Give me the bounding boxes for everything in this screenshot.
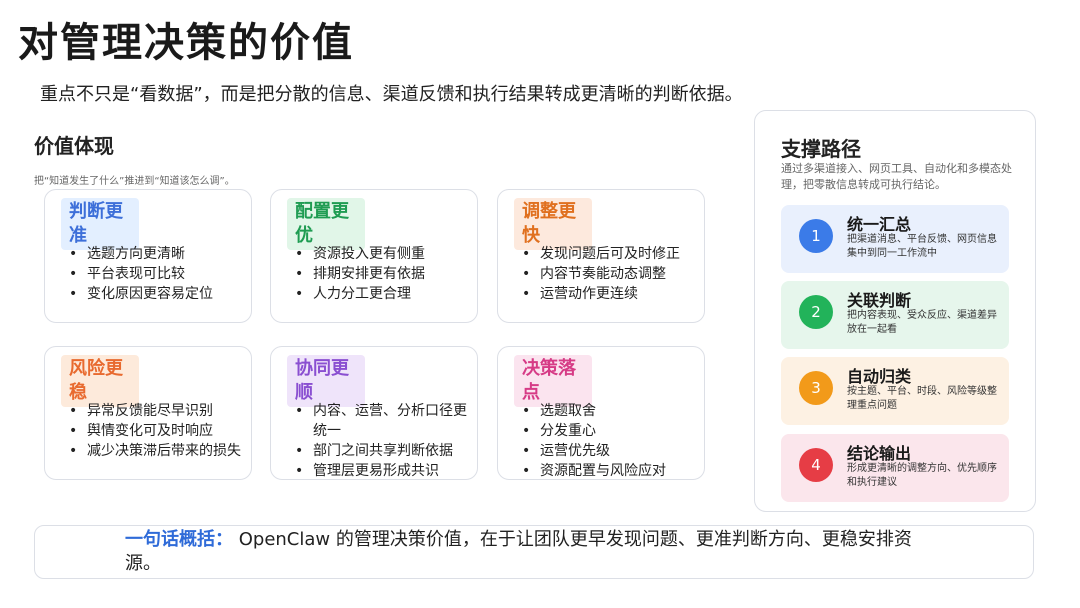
value-section-title: 价值体现 xyxy=(34,134,114,158)
value-card-item: 减少决策滞后带来的损失 xyxy=(63,441,241,461)
step-number-badge: 2 xyxy=(799,295,833,329)
support-panel-title: 支撑路径 xyxy=(781,137,861,161)
support-step: 2 关联判断把内容表现、受众反应、渠道差异放在一起看 xyxy=(781,281,1009,349)
value-card-tag: 风险更稳 xyxy=(61,355,139,407)
step-title: 关联判断 xyxy=(847,291,912,310)
step-desc: 把渠道消息、平台反馈、网页信息集中到同一工作流中 xyxy=(847,234,997,259)
step-desc: 形成更清晰的调整方向、优先顺序和执行建议 xyxy=(847,463,997,488)
support-panel-desc: 通过多渠道接入、网页工具、自动化和多模态处理，把零散信息转成可执行结论。 xyxy=(781,162,1012,191)
value-card-list: 选题取舍分发重心运营优先级资源配置与风险应对 xyxy=(516,401,694,481)
value-card-list: 选题方向更清晰平台表现可比较变化原因更容易定位 xyxy=(63,244,241,304)
value-card-list: 发现问题后可及时修正内容节奏能动态调整运营动作更连续 xyxy=(516,244,694,304)
value-card-item: 管理层更易形成共识 xyxy=(289,461,467,481)
value-card-list: 异常反馈能尽早识别舆情变化可及时响应减少决策滞后带来的损失 xyxy=(63,401,241,461)
value-card-tag: 调整更快 xyxy=(514,198,592,250)
support-panel: 支撑路径 通过多渠道接入、网页工具、自动化和多模态处理，把零散信息转成可执行结论… xyxy=(754,110,1036,512)
step-number-badge: 4 xyxy=(799,448,833,482)
value-card-item: 人力分工更合理 xyxy=(289,284,467,304)
step-desc: 按主题、平台、时段、风险等级整理重点问题 xyxy=(847,386,997,411)
summary-label: 一句话概括： xyxy=(125,529,233,550)
value-card-item: 选题方向更清晰 xyxy=(63,244,241,264)
value-card-item: 舆情变化可及时响应 xyxy=(63,421,241,441)
value-card-item: 部门之间共享判断依据 xyxy=(289,441,467,461)
value-card-item: 发现问题后可及时修正 xyxy=(516,244,694,264)
value-card-item: 选题取舍 xyxy=(516,401,694,421)
value-card-item: 排期安排更有依据 xyxy=(289,264,467,284)
value-card: 配置更优资源投入更有侧重排期安排更有依据人力分工更合理 xyxy=(270,189,478,323)
value-card: 风险更稳异常反馈能尽早识别舆情变化可及时响应减少决策滞后带来的损失 xyxy=(44,346,252,480)
support-step: 3 自动归类按主题、平台、时段、风险等级整理重点问题 xyxy=(781,357,1009,425)
value-section-note: 把“知道发生了什么”推进到“知道该怎么调”。 xyxy=(34,176,235,187)
value-card-item: 变化原因更容易定位 xyxy=(63,284,241,304)
page-title: 对管理决策的价值 xyxy=(18,20,354,66)
value-card-tag: 判断更准 xyxy=(61,198,139,250)
value-card-item: 运营优先级 xyxy=(516,441,694,461)
value-card-list: 内容、运营、分析口径更统一部门之间共享判断依据管理层更易形成共识 xyxy=(289,401,467,481)
step-title: 结论输出 xyxy=(847,444,912,463)
value-card-tag: 配置更优 xyxy=(287,198,365,250)
summary-box: 一句话概括： OpenClaw 的管理决策价值，在于让团队更早发现问题、更准判断… xyxy=(34,525,1034,579)
value-card-item: 内容节奏能动态调整 xyxy=(516,264,694,284)
summary-text: 一句话概括： OpenClaw 的管理决策价值，在于让团队更早发现问题、更准判断… xyxy=(125,528,945,576)
value-card-item: 运营动作更连续 xyxy=(516,284,694,304)
value-card: 判断更准选题方向更清晰平台表现可比较变化原因更容易定位 xyxy=(44,189,252,323)
value-card-tag: 决策落点 xyxy=(514,355,592,407)
value-card-list: 资源投入更有侧重排期安排更有依据人力分工更合理 xyxy=(289,244,467,304)
value-card-tag: 协同更顺 xyxy=(287,355,365,407)
value-card-item: 平台表现可比较 xyxy=(63,264,241,284)
value-card: 决策落点选题取舍分发重心运营优先级资源配置与风险应对 xyxy=(497,346,705,481)
support-step: 1 统一汇总把渠道消息、平台反馈、网页信息集中到同一工作流中 xyxy=(781,205,1009,273)
value-card-item: 内容、运营、分析口径更统一 xyxy=(289,401,467,441)
step-title: 自动归类 xyxy=(847,367,912,386)
value-card-item: 资源投入更有侧重 xyxy=(289,244,467,264)
page-subtitle: 重点不只是“看数据”，而是把分散的信息、渠道反馈和执行结果转成更清晰的判断依据。 xyxy=(40,84,743,105)
step-number-badge: 3 xyxy=(799,371,833,405)
value-card: 调整更快发现问题后可及时修正内容节奏能动态调整运营动作更连续 xyxy=(497,189,705,323)
value-card: 协同更顺内容、运营、分析口径更统一部门之间共享判断依据管理层更易形成共识 xyxy=(270,346,478,481)
support-step: 4 结论输出形成更清晰的调整方向、优先顺序和执行建议 xyxy=(781,434,1009,502)
step-desc: 把内容表现、受众反应、渠道差异放在一起看 xyxy=(847,310,997,335)
step-title: 统一汇总 xyxy=(847,215,912,234)
step-number-badge: 1 xyxy=(799,219,833,253)
summary-body: OpenClaw 的管理决策价值，在于让团队更早发现问题、更准判断方向、更稳安排… xyxy=(125,529,912,574)
value-card-item: 分发重心 xyxy=(516,421,694,441)
value-card-item: 资源配置与风险应对 xyxy=(516,461,694,481)
value-card-item: 异常反馈能尽早识别 xyxy=(63,401,241,421)
